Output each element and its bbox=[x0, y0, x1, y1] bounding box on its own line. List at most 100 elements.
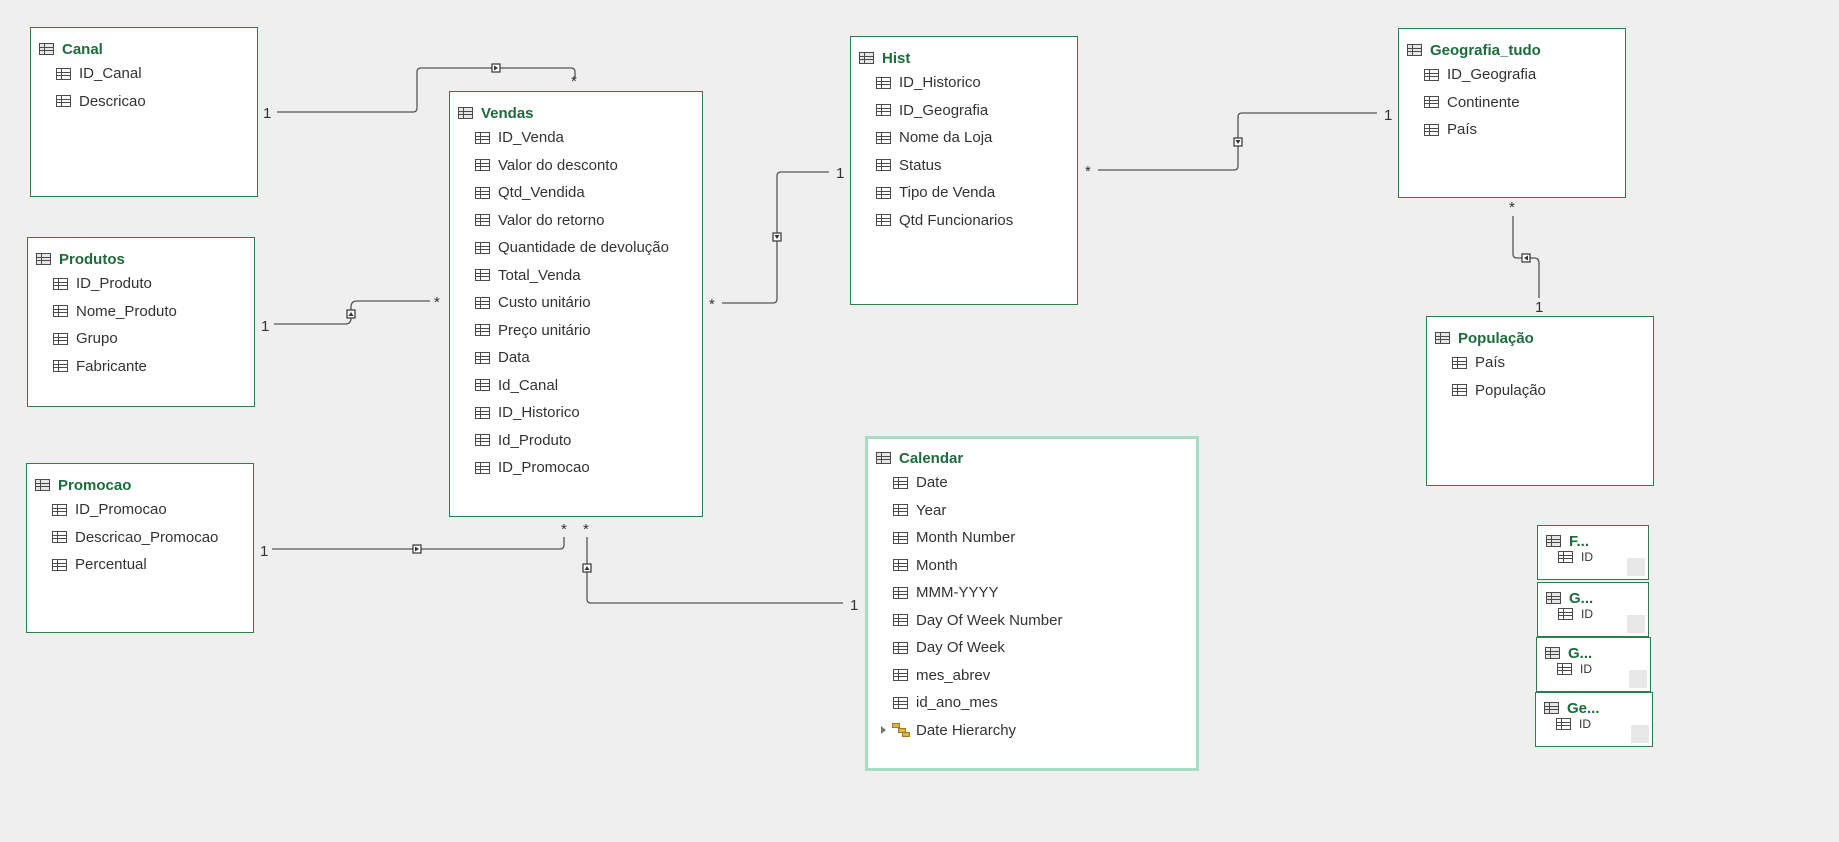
table-header[interactable]: F... bbox=[1538, 532, 1648, 550]
field-row[interactable]: ID_Promocao bbox=[450, 454, 702, 482]
field-row[interactable]: Date bbox=[868, 469, 1196, 497]
table-header[interactable]: Calendar bbox=[868, 447, 1196, 469]
table-header[interactable]: Produtos bbox=[28, 248, 254, 270]
field-row[interactable]: Qtd Funcionarios bbox=[851, 207, 1077, 235]
table-produtos[interactable]: Produtos ID_Produto Nome_Produto Grupo F… bbox=[27, 237, 255, 407]
field-row[interactable]: Data bbox=[450, 344, 702, 372]
relationship-line-geografia-hist[interactable] bbox=[1098, 112, 1377, 171]
resize-handle[interactable] bbox=[1631, 725, 1649, 743]
table-header[interactable]: Canal bbox=[31, 38, 257, 60]
relationship-line-promocao-vendas[interactable] bbox=[272, 537, 565, 550]
relationship-line-populacao-geografia[interactable] bbox=[1512, 216, 1540, 298]
field-row[interactable]: Continente bbox=[1399, 89, 1625, 117]
field-row[interactable]: Nome_Produto bbox=[28, 298, 254, 326]
table-header[interactable]: G... bbox=[1537, 644, 1650, 662]
resize-handle[interactable] bbox=[1629, 670, 1647, 688]
field-row[interactable]: População bbox=[1427, 377, 1653, 405]
table-header[interactable]: Hist bbox=[851, 47, 1077, 69]
column-icon bbox=[475, 324, 490, 337]
table-header[interactable]: População bbox=[1427, 327, 1653, 349]
column-icon bbox=[1424, 123, 1439, 136]
field-row[interactable]: ID_Canal bbox=[31, 60, 257, 88]
field-row[interactable]: ID_Geografia bbox=[851, 97, 1077, 125]
field-row[interactable]: Total_Venda bbox=[450, 262, 702, 290]
table-collapsed[interactable]: F... ID bbox=[1537, 525, 1649, 580]
field-row[interactable]: Descricao_Promocao bbox=[27, 524, 253, 552]
field-row[interactable]: Percentual bbox=[27, 551, 253, 579]
field-name: Valor do retorno bbox=[498, 211, 605, 229]
field-name: Continente bbox=[1447, 93, 1520, 111]
table-collapsed[interactable]: G... ID bbox=[1537, 582, 1649, 637]
field-row[interactable]: Valor do retorno bbox=[450, 207, 702, 235]
column-icon bbox=[893, 504, 908, 517]
field-row[interactable]: Status bbox=[851, 152, 1077, 180]
table-header[interactable]: Promocao bbox=[27, 474, 253, 496]
table-promocao[interactable]: Promocao ID_Promocao Descricao_Promocao … bbox=[26, 463, 254, 633]
field-row[interactable]: id_ano_mes bbox=[868, 689, 1196, 717]
field-row[interactable]: Qtd_Vendida bbox=[450, 179, 702, 207]
field-row[interactable]: ID_Historico bbox=[450, 399, 702, 427]
table-name: G... bbox=[1568, 644, 1593, 662]
field-row[interactable]: Year bbox=[868, 497, 1196, 525]
field-row[interactable]: mes_abrev bbox=[868, 662, 1196, 690]
table-vendas[interactable]: Vendas ID_Venda Valor do desconto Qtd_Ve… bbox=[449, 91, 703, 517]
field-row[interactable]: Month bbox=[868, 552, 1196, 580]
table-header[interactable]: Vendas bbox=[450, 102, 702, 124]
hierarchy-row[interactable]: Date Hierarchy bbox=[868, 717, 1196, 745]
table-geografia-tudo[interactable]: Geografia_tudo ID_Geografia Continente P… bbox=[1398, 28, 1626, 198]
field-row[interactable]: Grupo bbox=[28, 325, 254, 353]
field-row[interactable]: ID bbox=[1538, 550, 1648, 564]
field-row[interactable]: País bbox=[1399, 116, 1625, 144]
field-row[interactable]: Month Number bbox=[868, 524, 1196, 552]
table-hist[interactable]: Hist ID_Historico ID_Geografia Nome da L… bbox=[850, 36, 1078, 305]
column-icon bbox=[1556, 718, 1571, 730]
field-name: Descricao_Promocao bbox=[75, 528, 219, 546]
field-row[interactable]: País bbox=[1427, 349, 1653, 377]
field-row[interactable]: ID bbox=[1536, 717, 1652, 731]
table-collapsed[interactable]: G... ID bbox=[1536, 637, 1651, 692]
field-row[interactable]: ID_Promocao bbox=[27, 496, 253, 524]
resize-handle[interactable] bbox=[1627, 615, 1645, 633]
table-canal[interactable]: Canal ID_Canal Descricao bbox=[30, 27, 258, 197]
field-row[interactable]: ID_Geografia bbox=[1399, 61, 1625, 89]
field-row[interactable]: Id_Canal bbox=[450, 372, 702, 400]
field-row[interactable]: Nome da Loja bbox=[851, 124, 1077, 152]
relationship-line-hist-vendas[interactable] bbox=[722, 171, 829, 304]
field-row[interactable]: Descricao bbox=[31, 88, 257, 116]
resize-handle[interactable] bbox=[1627, 558, 1645, 576]
relationship-line-produtos-vendas[interactable] bbox=[274, 300, 430, 325]
expand-arrow-icon[interactable] bbox=[881, 726, 886, 735]
field-row[interactable]: MMM-YYYY bbox=[868, 579, 1196, 607]
field-row[interactable]: Quantidade de devolução bbox=[450, 234, 702, 262]
field-name: Custo unitário bbox=[498, 294, 591, 312]
column-icon bbox=[52, 503, 67, 516]
table-header[interactable]: Ge... bbox=[1536, 699, 1652, 717]
column-icon bbox=[1558, 608, 1573, 620]
field-row[interactable]: Fabricante bbox=[28, 353, 254, 381]
field-row[interactable]: Day Of Week Number bbox=[868, 607, 1196, 635]
field-row[interactable]: ID bbox=[1537, 662, 1650, 676]
table-populacao[interactable]: População País População bbox=[1426, 316, 1654, 486]
field-row[interactable]: Valor do desconto bbox=[450, 152, 702, 180]
field-name: Day Of Week bbox=[916, 639, 1005, 657]
relationship-line-calendar-vendas[interactable] bbox=[586, 537, 843, 604]
column-icon bbox=[52, 558, 67, 571]
field-row[interactable]: ID_Historico bbox=[851, 69, 1077, 97]
field-row[interactable]: ID bbox=[1538, 607, 1648, 621]
field-row[interactable]: Preço unitário bbox=[450, 317, 702, 345]
filter-arrow-icon bbox=[348, 312, 354, 316]
table-collapsed[interactable]: Ge... ID bbox=[1535, 692, 1653, 747]
field-row[interactable]: Tipo de Venda bbox=[851, 179, 1077, 207]
filter-direction-icon bbox=[412, 544, 422, 554]
field-name: País bbox=[1475, 354, 1506, 372]
table-calendar[interactable]: Calendar Date Year Month Number Month MM… bbox=[865, 436, 1199, 771]
table-header[interactable]: Geografia_tudo bbox=[1399, 39, 1625, 61]
table-header[interactable]: G... bbox=[1538, 589, 1648, 607]
field-row[interactable]: ID_Produto bbox=[28, 270, 254, 298]
field-row[interactable]: Custo unitário bbox=[450, 289, 702, 317]
field-name: ID_Geografia bbox=[899, 101, 989, 119]
field-row[interactable]: Id_Produto bbox=[450, 427, 702, 455]
field-row[interactable]: Day Of Week bbox=[868, 634, 1196, 662]
field-row[interactable]: ID_Venda bbox=[450, 124, 702, 152]
